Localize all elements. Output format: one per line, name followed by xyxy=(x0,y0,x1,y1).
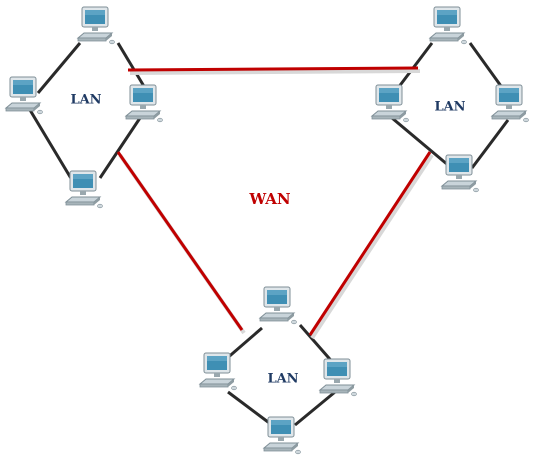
lan-link xyxy=(224,326,263,362)
lan-link xyxy=(98,117,142,179)
desktop-computer-icon xyxy=(440,154,480,194)
lan-link xyxy=(227,390,273,427)
desktop-computer-icon xyxy=(490,84,530,124)
desktop-computer-icon xyxy=(370,84,410,124)
lan-link xyxy=(36,42,82,94)
lan-link xyxy=(396,42,434,89)
lan-link xyxy=(28,109,74,181)
desktop-computer-icon xyxy=(4,76,44,116)
lan-label-left: LAN xyxy=(70,92,102,108)
desktop-computer-icon xyxy=(318,358,358,398)
desktop-computer-icon xyxy=(76,6,116,46)
wan-link-left xyxy=(116,151,244,331)
desktop-computer-icon xyxy=(124,84,164,124)
lan-link xyxy=(391,116,449,167)
desktop-computer-icon xyxy=(258,286,298,326)
desktop-computer-icon xyxy=(198,352,238,392)
wan-link-top xyxy=(127,66,419,72)
lan-label-right: LAN xyxy=(434,99,466,115)
lan-label-bottom: LAN xyxy=(267,371,299,387)
desktop-computer-icon xyxy=(64,170,104,210)
desktop-computer-icon xyxy=(428,6,468,46)
lan-link xyxy=(298,324,337,366)
wan-label: WAN xyxy=(249,190,291,208)
desktop-computer-icon xyxy=(262,416,302,456)
wan-link-right xyxy=(308,151,432,336)
lan-link xyxy=(294,390,336,427)
lan-link xyxy=(470,119,510,169)
